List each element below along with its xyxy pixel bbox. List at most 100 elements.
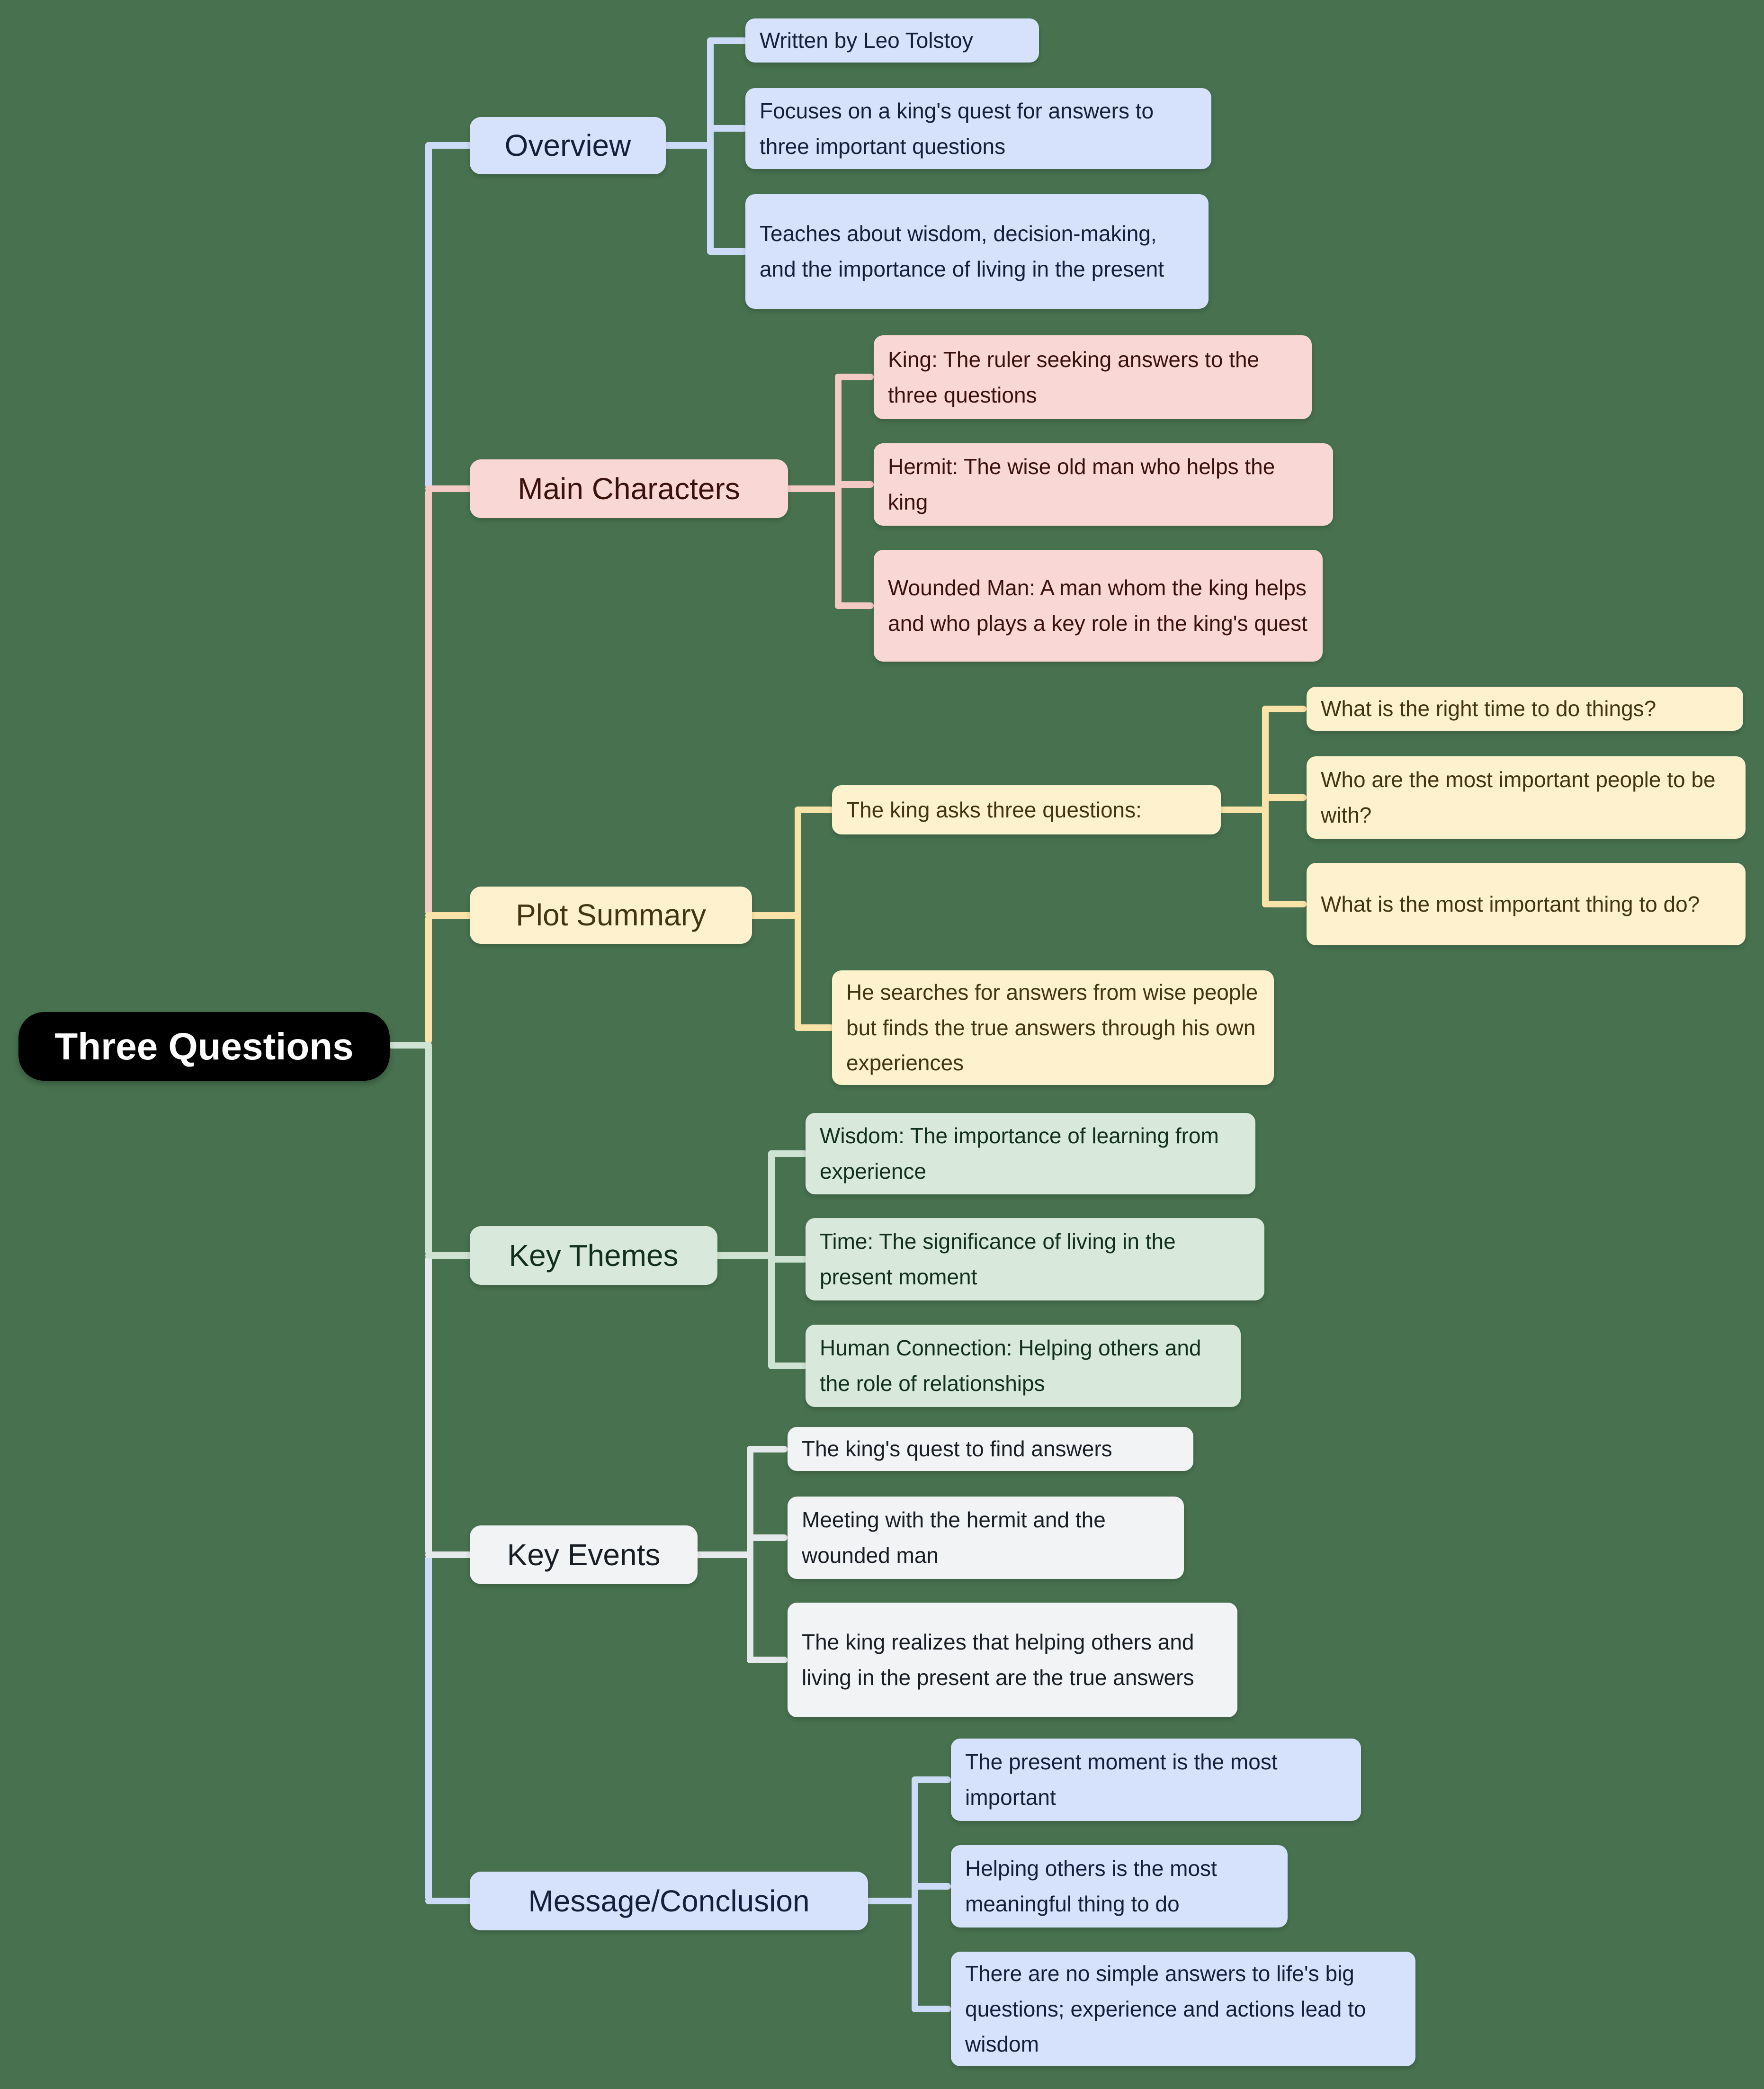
plot-grandchild-1-text: What is the right time to do things?	[1321, 696, 1657, 721]
plot-children-vertical	[795, 807, 801, 1031]
themes-child-3-text: Human Connection: Helping others and the…	[820, 1336, 1201, 1396]
themes-child-1[interactable]: Wisdom: The importance of learning from …	[806, 1113, 1255, 1194]
main-child-1[interactable]: King: The ruler seeking answers to the t…	[874, 335, 1312, 419]
plot-child-2-stub	[795, 1024, 834, 1031]
overview-children-vertical	[707, 37, 714, 255]
overview-child-2-text: Focuses on a king's quest for answers to…	[760, 98, 1154, 159]
plot-label-to-children	[749, 912, 801, 919]
overview-child-3[interactable]: Teaches about wisdom, decision-making, a…	[745, 194, 1209, 309]
branch-message-conclusion[interactable]: Message/Conclusion	[470, 1872, 868, 1930]
main-child-3-text: Wounded Man: A man whom the king helps a…	[888, 575, 1307, 636]
main-child-2-text: Hermit: The wise old man who helps the k…	[888, 454, 1275, 514]
main-child-3[interactable]: Wounded Man: A man whom the king helps a…	[874, 550, 1323, 662]
message-child-2-text: Helping others is the most meaningful th…	[965, 1856, 1217, 1916]
main-child-1-stub	[835, 374, 874, 380]
branch-plot-summary[interactable]: Plot Summary	[470, 887, 752, 944]
trunk-segment-plot-to-root	[425, 915, 432, 1044]
plot-child-1-stub	[795, 807, 834, 813]
plot-child-1[interactable]: The king asks three questions:	[832, 785, 1221, 834]
themes-child-2[interactable]: Time: The significance of living in the …	[806, 1218, 1264, 1300]
themes-child-1-text: Wisdom: The importance of learning from …	[820, 1123, 1219, 1183]
root-node[interactable]: Three Questions	[18, 1012, 390, 1081]
main-label-to-children	[785, 485, 842, 492]
events-children-vertical	[747, 1446, 753, 1663]
themes-label-to-children	[715, 1252, 775, 1259]
plot-grandchildren-vertical	[1262, 706, 1269, 907]
message-child-3-stub	[912, 2006, 951, 2012]
root-connector	[388, 1042, 432, 1049]
plot-summary-branch-connector	[425, 912, 475, 919]
key-themes-branch-connector	[425, 1252, 475, 1259]
events-child-2-text: Meeting with the hermit and the wounded …	[802, 1507, 1106, 1568]
overview-label-to-children	[663, 142, 714, 149]
events-child-3-stub	[747, 1657, 788, 1663]
plot-questions-to-grandchildren	[1218, 807, 1269, 813]
events-child-2[interactable]: Meeting with the hermit and the wounded …	[788, 1497, 1184, 1579]
trunk-segment-root-to-themes	[425, 1044, 432, 1255]
plot-grandchild-2[interactable]: Who are the most important people to be …	[1307, 756, 1746, 839]
overview-child-1-stub	[707, 37, 747, 44]
plot-child-2[interactable]: He searches for answers from wise people…	[832, 970, 1274, 1085]
trunk-segment-events-to-message	[425, 1555, 432, 1901]
message-label-to-children	[865, 1898, 918, 1904]
message-child-2-stub	[912, 1883, 951, 1890]
branch-key-events[interactable]: Key Events	[470, 1525, 698, 1584]
events-child-2-stub	[747, 1534, 788, 1541]
overview-child-3-stub	[707, 248, 747, 255]
plot-grandchild-1[interactable]: What is the right time to do things?	[1307, 687, 1743, 731]
themes-child-1-stub	[768, 1150, 807, 1157]
message-child-3[interactable]: There are no simple answers to life's bi…	[951, 1952, 1415, 2066]
branch-message-conclusion-label: Message/Conclusion	[528, 1883, 810, 1918]
events-child-1-stub	[747, 1446, 788, 1452]
overview-child-1[interactable]: Written by Leo Tolstoy	[745, 18, 1039, 63]
key-events-branch-connector	[425, 1551, 475, 1558]
message-child-1[interactable]: The present moment is the most important	[951, 1739, 1361, 1821]
message-child-1-stub	[912, 1776, 951, 1783]
themes-child-3-stub	[768, 1363, 807, 1369]
message-child-1-text: The present moment is the most important	[965, 1749, 1278, 1810]
main-child-1-text: King: The ruler seeking answers to the t…	[888, 347, 1260, 407]
overview-child-2-stub	[707, 125, 747, 132]
overview-child-2[interactable]: Focuses on a king's quest for answers to…	[745, 88, 1211, 169]
trunk-segment-main-to-plot	[425, 489, 432, 915]
branch-main-characters-label: Main Characters	[518, 471, 740, 506]
main-characters-branch-connector	[425, 485, 475, 492]
message-branch-connector	[425, 1898, 475, 1904]
events-label-to-children	[695, 1551, 753, 1558]
plot-grandchild-2-stub	[1262, 794, 1307, 801]
events-child-1[interactable]: The king's quest to find answers	[788, 1427, 1193, 1471]
branch-main-characters[interactable]: Main Characters	[470, 459, 788, 518]
main-child-2-stub	[835, 481, 874, 488]
trunk-segment-themes-to-events	[425, 1255, 432, 1555]
message-children-vertical	[912, 1776, 918, 2012]
themes-child-2-text: Time: The significance of living in the …	[820, 1229, 1176, 1289]
branch-key-themes[interactable]: Key Themes	[470, 1226, 717, 1285]
plot-child-2-text: He searches for answers from wise people…	[846, 980, 1258, 1076]
message-child-3-text: There are no simple answers to life's bi…	[965, 1961, 1366, 2057]
overview-child-1-text: Written by Leo Tolstoy	[760, 28, 973, 53]
overview-child-3-text: Teaches about wisdom, decision-making, a…	[760, 221, 1164, 281]
plot-grandchild-1-stub	[1262, 706, 1307, 712]
events-child-3-text: The king realizes that helping others an…	[802, 1630, 1194, 1690]
plot-grandchild-3-text: What is the most important thing to do?	[1321, 891, 1700, 916]
events-child-1-text: The king's quest to find answers	[802, 1436, 1112, 1461]
branch-plot-summary-label: Plot Summary	[516, 898, 706, 932]
themes-child-2-stub	[768, 1256, 807, 1263]
message-child-2[interactable]: Helping others is the most meaningful th…	[951, 1845, 1288, 1928]
plot-child-1-text: The king asks three questions:	[846, 797, 1142, 822]
plot-grandchild-3[interactable]: What is the most important thing to do?	[1307, 863, 1746, 945]
themes-child-3[interactable]: Human Connection: Helping others and the…	[806, 1325, 1241, 1407]
branch-key-themes-label: Key Themes	[509, 1238, 679, 1273]
branch-key-events-label: Key Events	[507, 1537, 661, 1572]
root-label: Three Questions	[54, 1025, 354, 1067]
plot-grandchild-3-stub	[1262, 901, 1307, 907]
branch-overview-label: Overview	[504, 128, 631, 163]
overview-branch-connector	[425, 142, 475, 149]
main-child-2[interactable]: Hermit: The wise old man who helps the k…	[874, 443, 1333, 526]
plot-grandchild-2-text: Who are the most important people to be …	[1321, 767, 1716, 827]
trunk-segment-overview-to-main	[425, 142, 432, 489]
main-child-3-stub	[835, 602, 874, 609]
events-child-3[interactable]: The king realizes that helping others an…	[788, 1603, 1237, 1717]
branch-overview[interactable]: Overview	[470, 117, 666, 174]
